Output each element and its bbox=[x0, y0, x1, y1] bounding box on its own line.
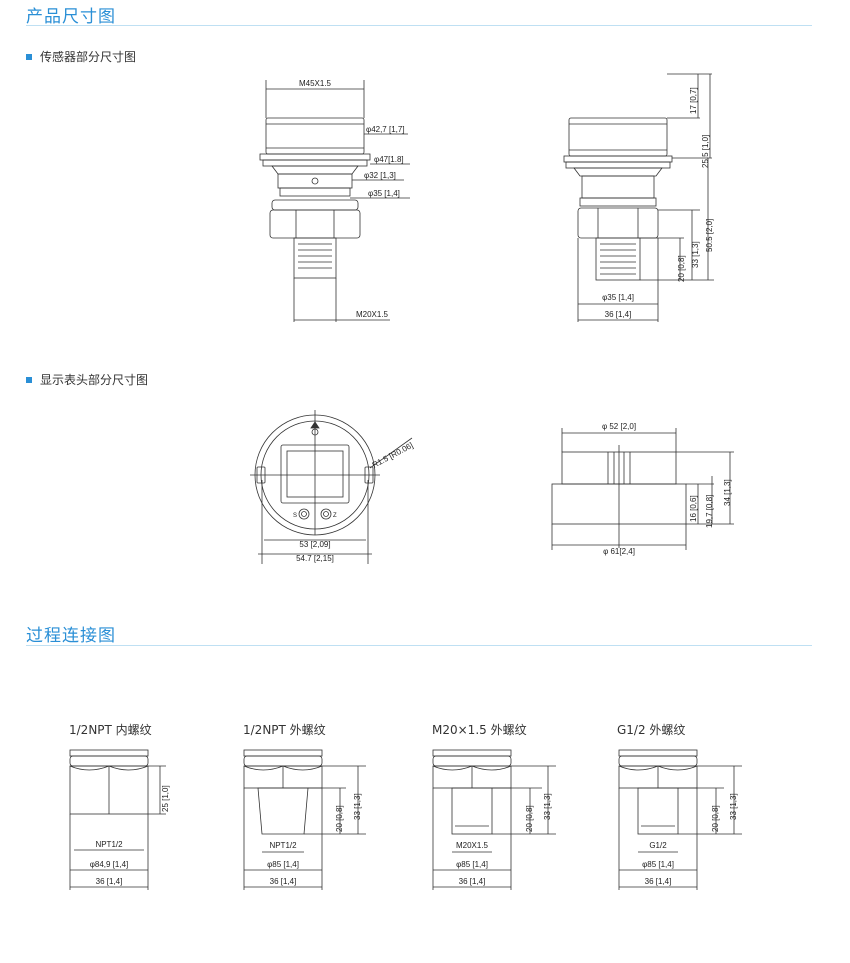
connection-4-width: 36 [1,4] bbox=[645, 877, 672, 886]
connection-title-2: 1/2NPT 外螺纹 bbox=[243, 723, 326, 737]
display-side-view: φ 52 [2,0] φ 61[2,4] 16 [0,6] 19,7 [0,8]… bbox=[551, 422, 734, 556]
section-divider bbox=[26, 645, 812, 646]
bullet-icon bbox=[26, 53, 32, 60]
dim-bottom-diameter: φ 61[2,4] bbox=[603, 547, 635, 556]
section-title-process: 过程连接图 bbox=[26, 626, 116, 646]
sensor-front-view: M45X1.5 M20X1.5 φ42,7 [1,7] φ47[1 bbox=[259, 79, 410, 322]
connection-1-thread: NPT1/2 bbox=[95, 840, 123, 849]
dim-height-3: 50.5 [2,0] bbox=[705, 219, 714, 252]
subsection-display: 显示表头部分尺寸图 bbox=[26, 371, 148, 388]
connection-4-length: 33 [1,3] bbox=[729, 793, 738, 820]
dim-width-1: 53 [2,09] bbox=[299, 540, 330, 549]
connection-1-width: 36 [1,4] bbox=[96, 877, 123, 886]
connection-drawing-3: 20 [0,8] 33 [1,3] M20X1.5 φ85 [1,4] 36 [… bbox=[432, 749, 556, 890]
dim-diameter-4: φ35 [1,4] bbox=[368, 189, 400, 198]
connection-drawing-4: 20 [0,8] 33 [1,3] G1/2 φ85 [1,4] 36 [1,4… bbox=[618, 749, 742, 890]
dim-height-1: 17 [0,7] bbox=[689, 87, 698, 114]
section-title-dimensions: 产品尺寸图 bbox=[26, 7, 116, 27]
connection-1-diameter: φ84,9 [1,4] bbox=[90, 860, 129, 869]
dim-diameter-2: φ47[1.8] bbox=[374, 155, 404, 164]
subsection-sensor: 传感器部分尺寸图 bbox=[26, 48, 136, 65]
dim-diameter-3: φ32 [1,3] bbox=[364, 171, 396, 180]
connection-2-diameter: φ85 [1,4] bbox=[267, 860, 299, 869]
display-front-view: S Z R1.5 [R0.06] 53 [2,09] 54.7 [2,15] bbox=[250, 410, 415, 564]
bullet-icon bbox=[26, 376, 32, 383]
subsection-display-label: 显示表头部分尺寸图 bbox=[40, 373, 149, 387]
dim-height-5: 20 [0,8] bbox=[677, 255, 686, 282]
dim-side-height-1: 16 [0,6] bbox=[689, 495, 698, 522]
dim-diameter-1: φ42,7 [1,7] bbox=[366, 125, 405, 134]
dim-thread-top: M45X1.5 bbox=[299, 79, 332, 88]
connection-2-height: 20 [0,8] bbox=[335, 805, 344, 832]
dim-height-2: 25.5 [1,0] bbox=[701, 135, 710, 168]
connection-3-width: 36 [1,4] bbox=[459, 877, 486, 886]
connection-4-thread: G1/2 bbox=[649, 841, 667, 850]
section-divider bbox=[26, 25, 812, 26]
connection-2-thread: NPT1/2 bbox=[269, 841, 297, 850]
dim-radius: R1.5 [R0.06] bbox=[371, 441, 415, 470]
dim-thread-bottom: M20X1.5 bbox=[356, 310, 389, 319]
connection-2-width: 36 [1,4] bbox=[270, 877, 297, 886]
connection-drawing-1: 25 [1,0] NPT1/2 φ84,9 [1,4] 36 [1,4] bbox=[69, 749, 170, 890]
connection-1-height: 25 [1,0] bbox=[161, 785, 170, 812]
dim-side-height-2: 19,7 [0,8] bbox=[705, 495, 714, 528]
button-z-label: Z bbox=[333, 513, 337, 519]
sensor-side-view: 17 [0,7] 25.5 [1,0] 50.5 [2,0] 33 [1,3] … bbox=[563, 73, 714, 322]
connection-title-4: G1/2 外螺纹 bbox=[617, 723, 686, 737]
dim-width-2: 54.7 [2,15] bbox=[296, 554, 334, 563]
connection-3-diameter: φ85 [1,4] bbox=[456, 860, 488, 869]
subsection-sensor-label: 传感器部分尺寸图 bbox=[40, 50, 137, 64]
connection-title-3: M20×1.5 外螺纹 bbox=[432, 723, 527, 737]
dim-top-diameter: φ 52 [2,0] bbox=[602, 422, 636, 431]
connection-3-height: 20 [0,8] bbox=[525, 805, 534, 832]
dim-side-height-3: 34 [1,3] bbox=[723, 479, 732, 506]
connection-4-height: 20 [0,8] bbox=[711, 805, 720, 832]
button-s-label: S bbox=[293, 513, 297, 519]
connection-4-diameter: φ85 [1,4] bbox=[642, 860, 674, 869]
connection-3-thread: M20X1.5 bbox=[456, 841, 489, 850]
connection-title-1: 1/2NPT 内螺纹 bbox=[69, 723, 152, 737]
dim-side-diameter: φ35 [1,4] bbox=[602, 293, 634, 302]
connection-2-length: 33 [1,3] bbox=[353, 793, 362, 820]
dim-height-4: 33 [1,3] bbox=[691, 241, 700, 268]
connection-3-length: 33 [1,3] bbox=[543, 793, 552, 820]
connection-drawing-2: 20 [0,8] 33 [1,3] NPT1/2 φ85 [1,4] 36 [1… bbox=[243, 749, 366, 890]
dim-side-width: 36 [1,4] bbox=[605, 310, 632, 319]
